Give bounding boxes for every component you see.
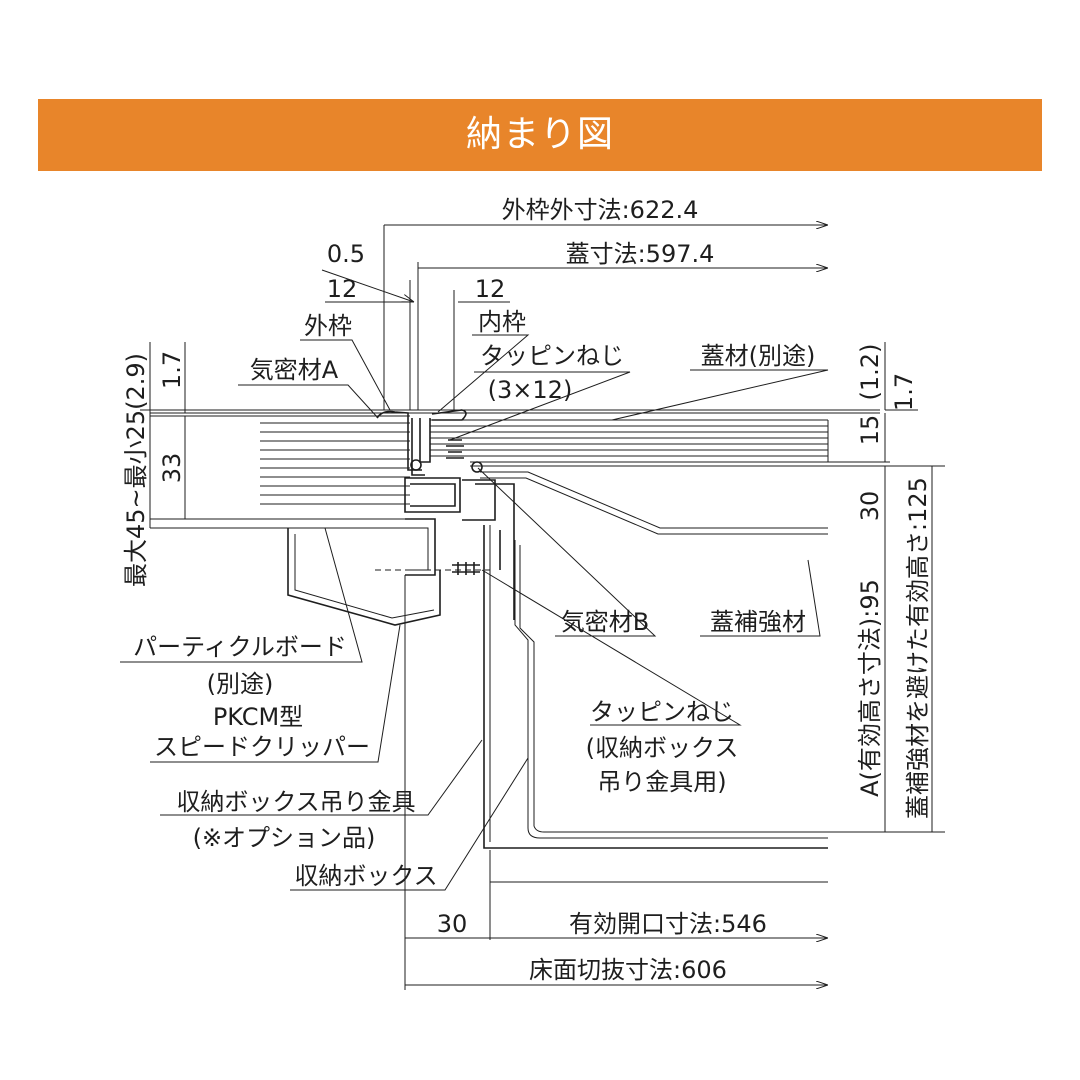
right-dimensions [828, 342, 945, 833]
leader-lines [120, 334, 829, 891]
left-dimensions [140, 342, 200, 528]
label-hanger-2: (※オプション品) [193, 824, 376, 852]
label-airtight-b: 気密材B [561, 608, 649, 636]
page-title: 納まり図 [465, 114, 614, 155]
top-dimensions [321, 225, 828, 410]
dim-gap: 0.5 [327, 240, 365, 268]
bottom-dimensions [404, 575, 828, 990]
dim-right-15: 15 [856, 415, 884, 446]
dim-floor-cut: 床面切抜寸法:606 [529, 956, 727, 984]
dim-left-vertical: 最大45~最小25(2.9) [122, 353, 150, 587]
label-lid-reinforcement: 蓋補強材 [710, 608, 806, 636]
lid-reinforcement [480, 471, 828, 535]
dim-left-12: 12 [327, 275, 358, 303]
title-banner: 納まり図 [38, 99, 1042, 171]
label-tapping-screw-size: (3×12) [488, 376, 573, 404]
screws [446, 439, 480, 575]
label-clipper-1: PKCM型 [213, 703, 303, 731]
clipper-and-box [287, 518, 828, 883]
dim-right-1-2: (1.2) [856, 344, 884, 401]
label-lid-material: 蓋材(別途) [701, 342, 816, 370]
dim-left-33: 33 [158, 453, 186, 484]
label-box-screw-3: 吊り金具用) [597, 768, 726, 796]
dim-bottom-30: 30 [437, 910, 468, 938]
label-inner-frame: 内枠 [478, 308, 526, 336]
dim-opening: 有効開口寸法:546 [569, 910, 767, 938]
label-particle-board-1: パーティクルボード [133, 633, 347, 661]
dim-effective-height-avoid: 蓋補強材を避けた有効高さ:125 [904, 477, 932, 819]
dim-outer-frame: 外枠外寸法:622.4 [502, 196, 699, 224]
label-hanger-1: 収納ボックス吊り金具 [176, 788, 415, 816]
dim-right-12: 12 [475, 275, 506, 303]
label-airtight-a: 気密材A [250, 356, 339, 384]
dim-right-1-7: 1.7 [890, 373, 918, 411]
label-outer-frame: 外枠 [304, 312, 352, 340]
dim-left-1-7: 1.7 [158, 351, 186, 389]
dim-right-30: 30 [856, 491, 884, 522]
dim-lid: 蓋寸法:597.4 [566, 240, 715, 268]
label-box-screw-2: (収納ボックス [586, 734, 739, 762]
label-tapping-screw: タッピンねじ [480, 342, 624, 370]
label-clipper-2: スピードクリッパー [154, 733, 370, 761]
label-box-screw-1: タッピンねじ [590, 698, 734, 726]
dim-effective-height: A(有効高さ寸法):95 [856, 579, 884, 797]
floor-structure [150, 415, 410, 529]
label-storage-box: 収納ボックス [294, 862, 437, 890]
lid-material [150, 409, 890, 467]
frames [376, 409, 515, 620]
label-particle-board-2: (別途) [207, 670, 274, 698]
